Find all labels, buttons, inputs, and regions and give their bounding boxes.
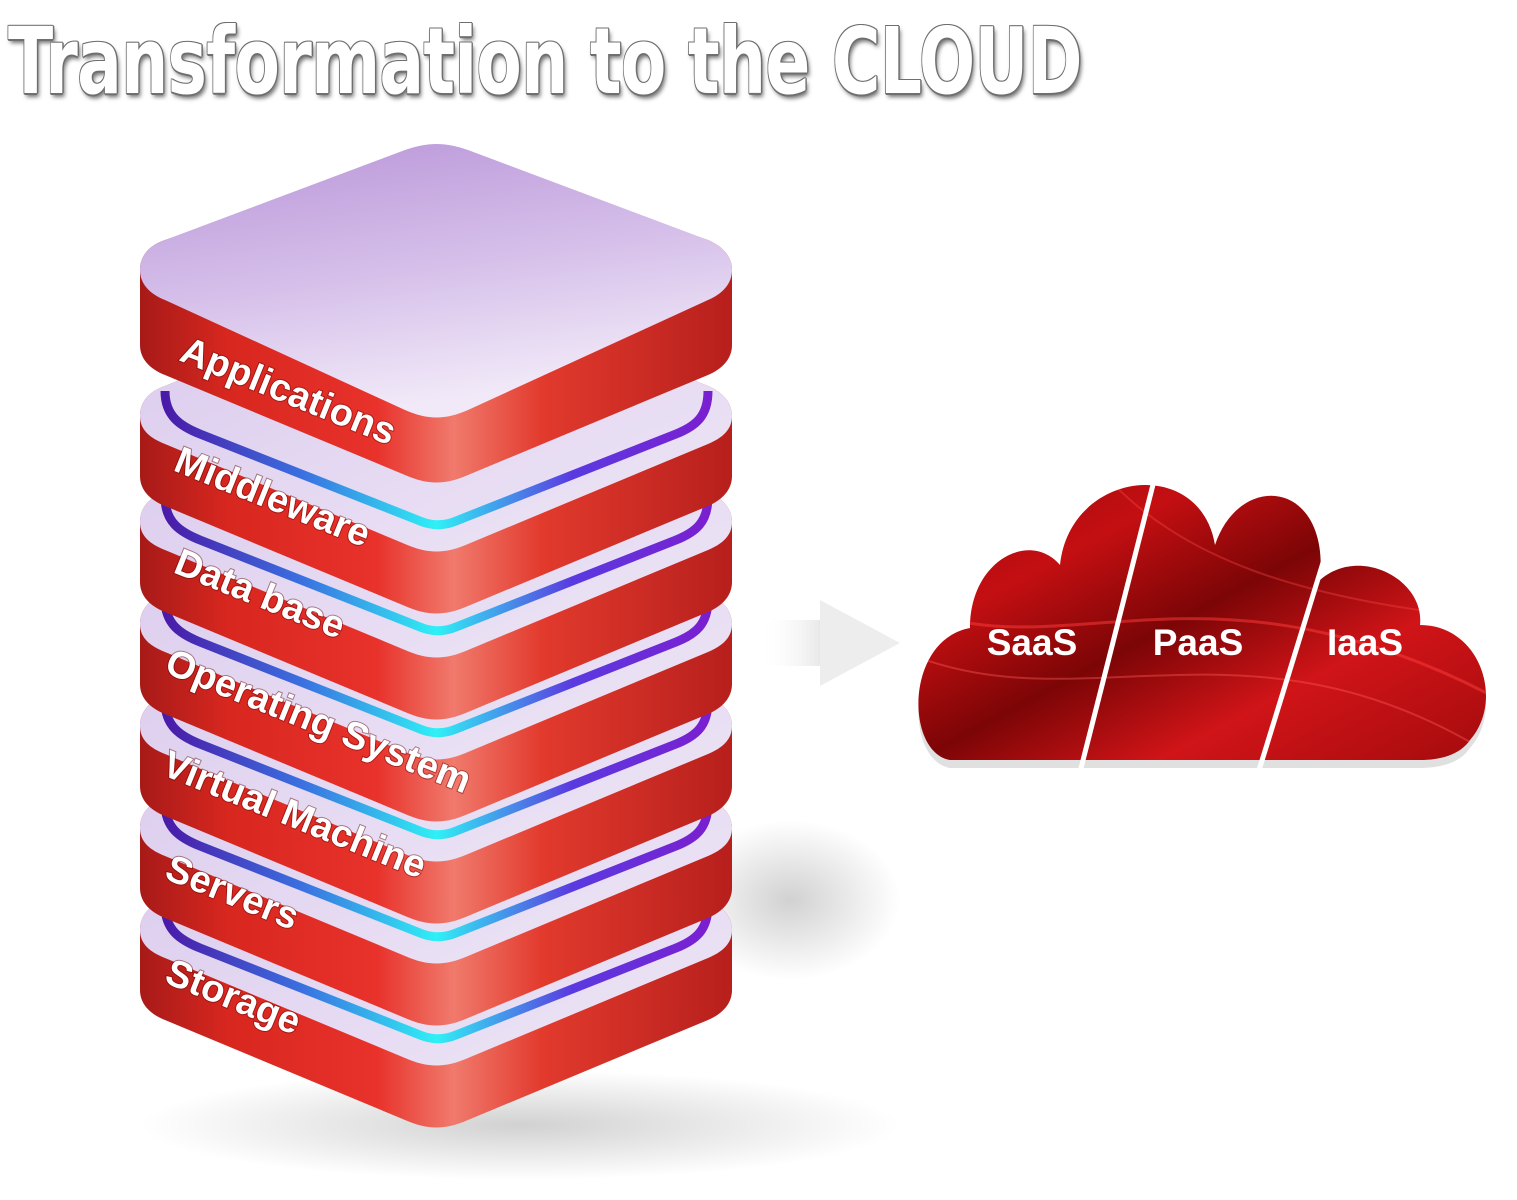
cloud: SaaS PaaS IaaS xyxy=(918,464,1486,781)
stack-shadow xyxy=(140,1070,900,1180)
page-title: Transformation to the CLOUD xyxy=(8,8,1083,115)
stack-side-shadow xyxy=(680,820,900,980)
cloud-divider-1 xyxy=(1075,464,1161,781)
cloud-service-saas: SaaS xyxy=(987,622,1078,663)
transition-arrow xyxy=(760,600,900,686)
cloud-service-paas: PaaS xyxy=(1153,622,1244,663)
cloud-service-iaas: IaaS xyxy=(1327,622,1403,663)
cloud-divider-2 xyxy=(1253,539,1333,781)
server-stack: Applications Middleware Data base Operat… xyxy=(140,144,732,1128)
stack-layer-applications xyxy=(140,144,732,483)
